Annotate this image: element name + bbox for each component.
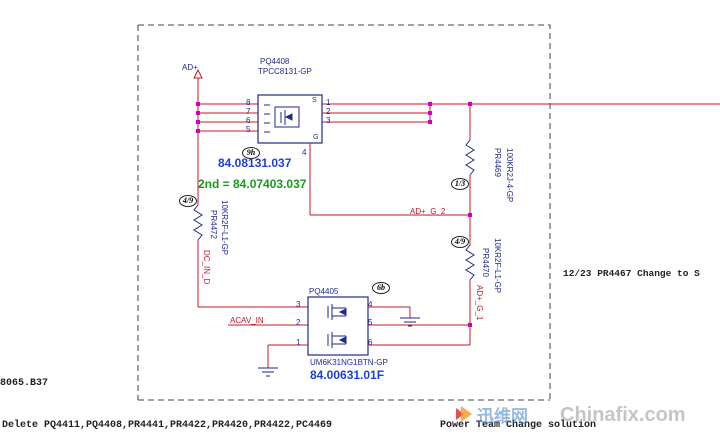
pq4408-pin-s: S [312,97,317,104]
sheet-border [137,24,551,400]
pq4408-pin-5: 5 [246,125,251,134]
part-number-note: 8065.B37 [0,378,49,389]
pq4408-source-wires [322,103,720,123]
pq4405-pin-4: 4 [368,300,373,309]
pq4408-ref: PQ4408 [260,57,290,66]
pq4408-body [257,94,323,144]
pr4470-zigzag [465,244,475,281]
pr4472-tag: 4/9 [179,195,197,207]
team-note: Power Team Change solution [440,420,597,431]
pq4405-symbol [327,304,347,348]
right-net-label: AD+_G_1 [475,285,484,321]
pq4408-drain-wires [198,103,258,132]
pq4405-part: UM6K31NG1BTN-GP [310,358,388,367]
pq4408-pin-4: 4 [302,148,307,157]
pq4408-pin-7: 7 [246,107,251,116]
ground-symbol-left [258,367,278,377]
pr4470-ref: PR4470 [481,248,490,277]
pq4405-pin-3: 3 [296,300,301,309]
watermark-logo-icon [456,406,472,422]
pq4408-pin-6: 6 [246,116,251,125]
ground-symbol-right [400,317,420,327]
pq4408-pin-8: 8 [246,98,251,107]
dc-in-net-label: DC_IN_D [202,250,211,285]
watermark-cn-text: 迅维网 [477,407,528,426]
pq4405-body [307,296,369,356]
pq4408-pin-1: 1 [326,98,331,107]
junction-dots [196,102,472,327]
pr4472-part: 10KR2F-L1-GP [220,200,229,256]
delete-note: Delete PQ4411,PQ4408,PR4441,PR4422,PR442… [2,420,333,431]
pq4405-pin-2: 2 [296,318,301,327]
pq4408-symbol [264,104,300,133]
acav-in-net-label: ACAV_IN [230,316,264,325]
pq4408-pin-3: 3 [326,116,331,125]
pq4405-ref: PQ4405 [309,287,339,296]
pr4472-zigzag [193,204,203,241]
pq4408-part: TPCC8131-GP [258,67,312,76]
pr4469-tag: 1/3 [451,178,469,190]
pq4408-tag: 9h [242,147,260,159]
pr4470-part: 10KR2F-L1-GP [493,238,502,294]
pq4405-pin-1: 1 [296,338,301,347]
pr4469-ref: PR4469 [493,148,502,177]
pq4405-code: 84.00631.01F [310,368,385,382]
pq4408-gate-mark: G [313,134,319,141]
pq4405-pin-6: 6 [368,338,373,347]
pq4408-code: 84.08131.037 [218,156,292,170]
change-note: 12/23 PR4467 Change to S [563,268,700,279]
pq4405-tag: 6b [372,282,390,294]
pq4408-second-source: 2nd = 84.07403.037 [198,177,307,191]
pq4405-pin-5: 5 [368,318,373,327]
pq4408-pin-2: 2 [326,107,331,116]
gate-net-label: AD+_G_2 [410,207,446,216]
watermark-en-text: Chinafix.com [560,404,686,426]
pr4472-ref: PR4472 [209,210,218,239]
pr4469-zigzag [465,139,475,176]
ad-power-label: AD+ [182,63,198,72]
pr4469-part: 100KR2J-4-GP [505,148,514,203]
pr4470-tag: 4/9 [451,236,469,248]
